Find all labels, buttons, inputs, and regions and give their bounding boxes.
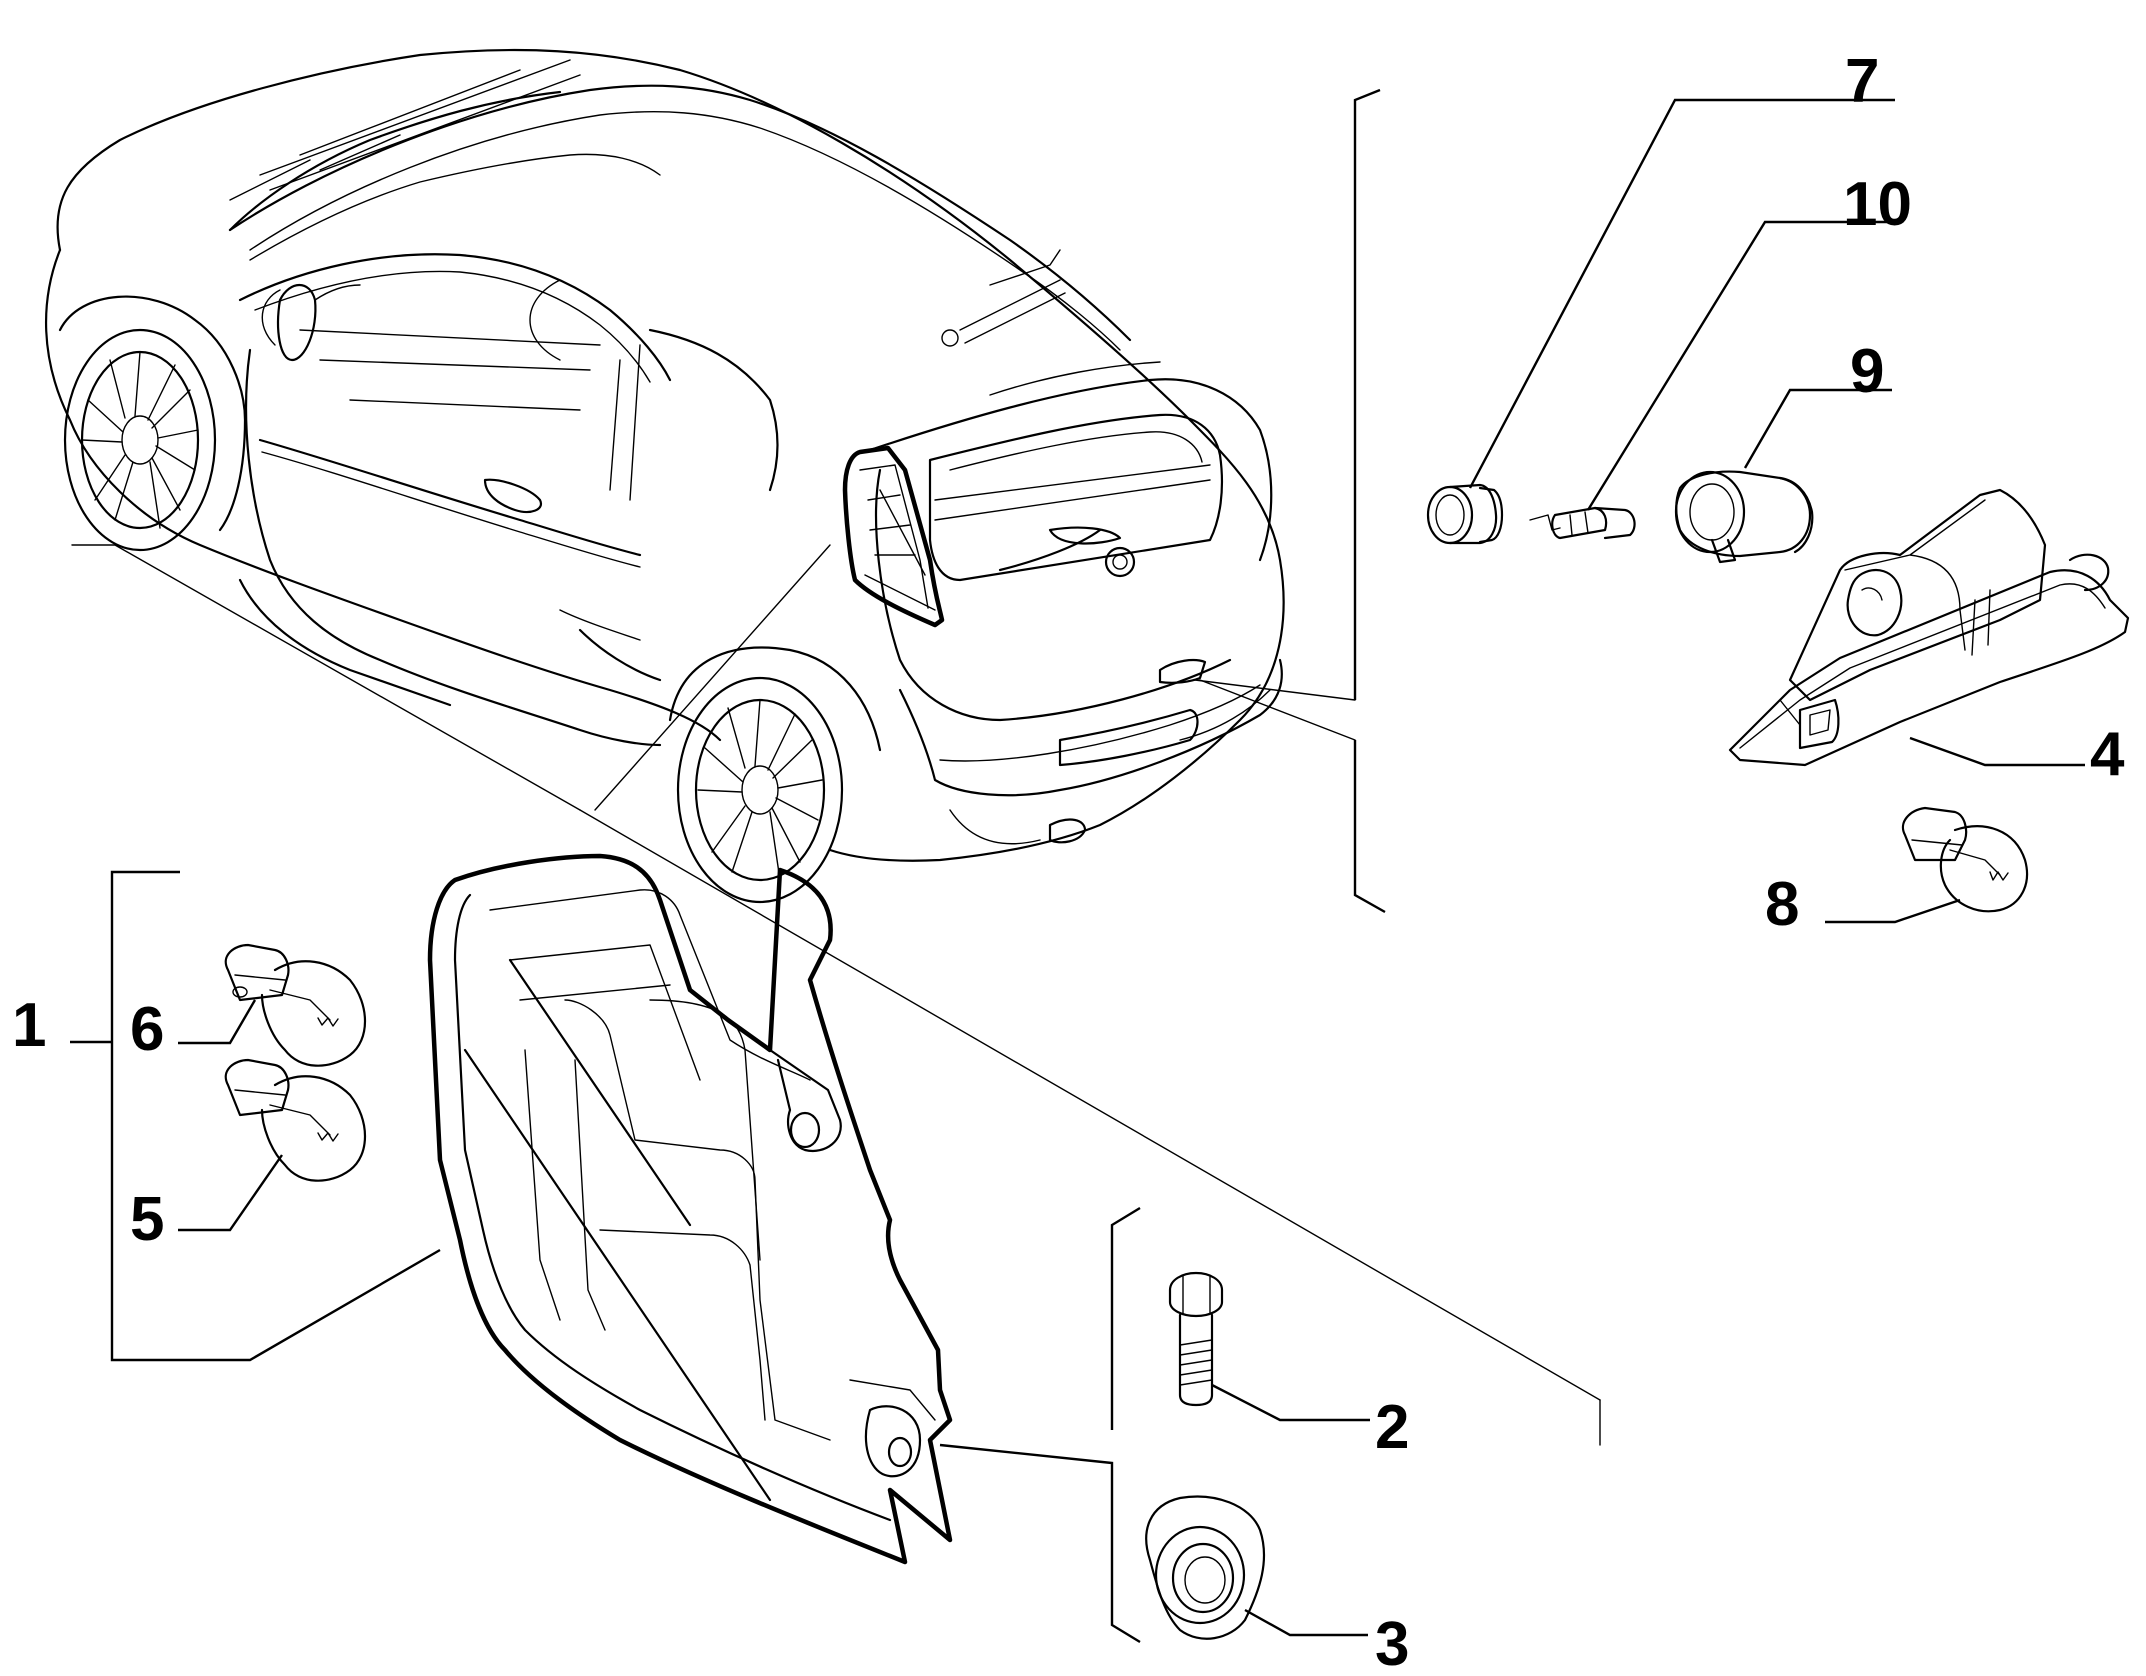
terminal-icon (1529, 506, 1636, 540)
callout-7: 7 (1845, 47, 1879, 116)
callout-1: 1 (12, 991, 46, 1060)
callout-2: 2 (1375, 1393, 1409, 1462)
callout-9: 9 (1850, 337, 1884, 406)
bulb-icon-8 (1901, 806, 2029, 913)
callout-3: 3 (1375, 1610, 1409, 1676)
callout-leaders (70, 88, 2085, 1644)
callout-10: 10 (1843, 170, 1912, 239)
plug-icon (1426, 483, 1504, 545)
screw-icon (1168, 1271, 1224, 1407)
grommet-icon (1145, 1495, 1266, 1640)
callout-8: 8 (1765, 870, 1799, 939)
callout-4: 4 (2090, 720, 2125, 789)
tail-lamp-assembly-icon (427, 853, 953, 1565)
callout-5: 5 (130, 1185, 164, 1254)
callout-6: 6 (130, 995, 164, 1064)
bulb-icon-5 (224, 1058, 367, 1182)
hatchback-rear-three-quarter-icon (44, 48, 1285, 904)
licence-plate-lamp-icon (1728, 488, 2130, 767)
bulb-icon-6 (224, 943, 367, 1067)
bulb-holder-icon (1674, 470, 1814, 564)
